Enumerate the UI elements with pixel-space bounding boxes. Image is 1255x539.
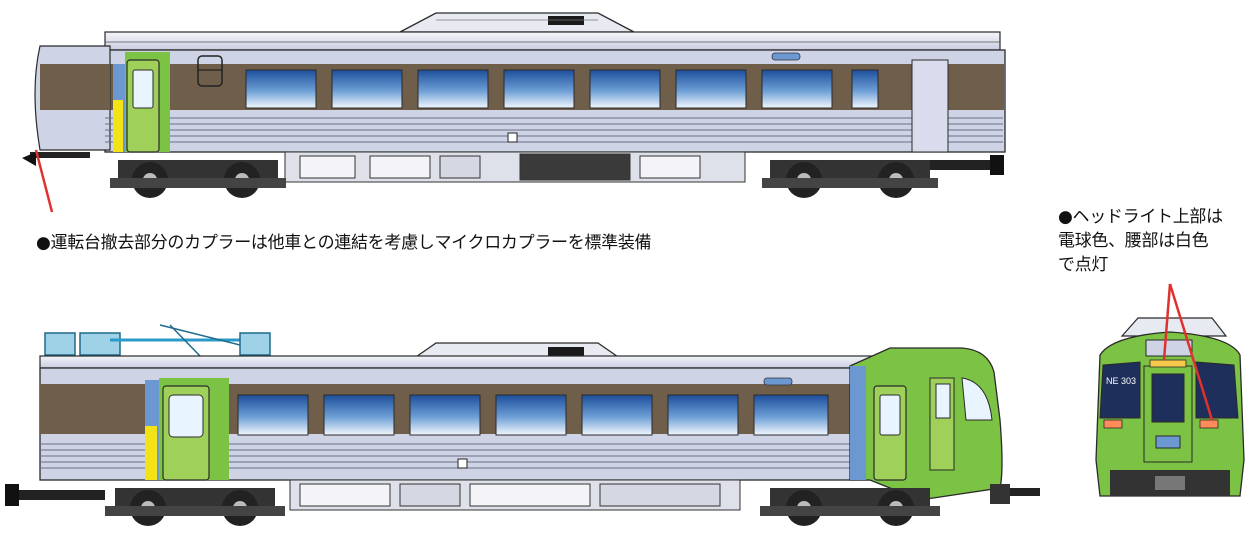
- upper-rear-coupler: [930, 155, 1004, 175]
- lower-rear-coupler: [5, 484, 105, 506]
- front-view-train-number: NE 303: [1106, 376, 1136, 386]
- lower-car: [5, 324, 1040, 526]
- upper-roof-ac-unit: [399, 12, 635, 33]
- front-view-lower-headlight-left: [1103, 419, 1123, 429]
- coupler-callout-line: [34, 149, 54, 213]
- upper-bogie-front: [110, 160, 286, 198]
- upper-car: [22, 12, 1006, 213]
- upper-underfloor-equipment: [284, 151, 746, 183]
- headlight-callout-line-upper: [1162, 283, 1172, 361]
- front-view-lower-headlight-right: [1199, 419, 1219, 429]
- upper-bogie-rear: [762, 160, 938, 198]
- headlight-annotation: ●ヘッドライト上部は 電球色、腰部は白色 で点灯: [1058, 207, 1223, 275]
- coupler-annotation: ●運転台撤去部分のカプラーは他車との連結を考慮しマイクロカプラーを標準装備: [36, 233, 652, 253]
- headlight-callout-line-lower: [1168, 283, 1214, 421]
- lower-roof: [39, 355, 901, 369]
- lower-cab-front: [849, 347, 1003, 501]
- front-view: NE 303: [1095, 283, 1245, 497]
- front-view-windshield-left: [1099, 361, 1141, 419]
- upper-passenger-windows: [245, 69, 879, 109]
- lower-front-skirt: [990, 484, 1040, 504]
- lower-underfloor-equipment: [289, 479, 741, 511]
- upper-micro-coupler: [22, 152, 90, 166]
- lower-bogie-front: [105, 488, 285, 526]
- upper-roof: [104, 31, 1001, 51]
- lower-bogie-rear: [760, 488, 940, 526]
- front-view-upper-headlights: [1149, 359, 1187, 368]
- lower-roof-pantograph: [44, 324, 271, 357]
- lower-passenger-windows: [237, 394, 829, 436]
